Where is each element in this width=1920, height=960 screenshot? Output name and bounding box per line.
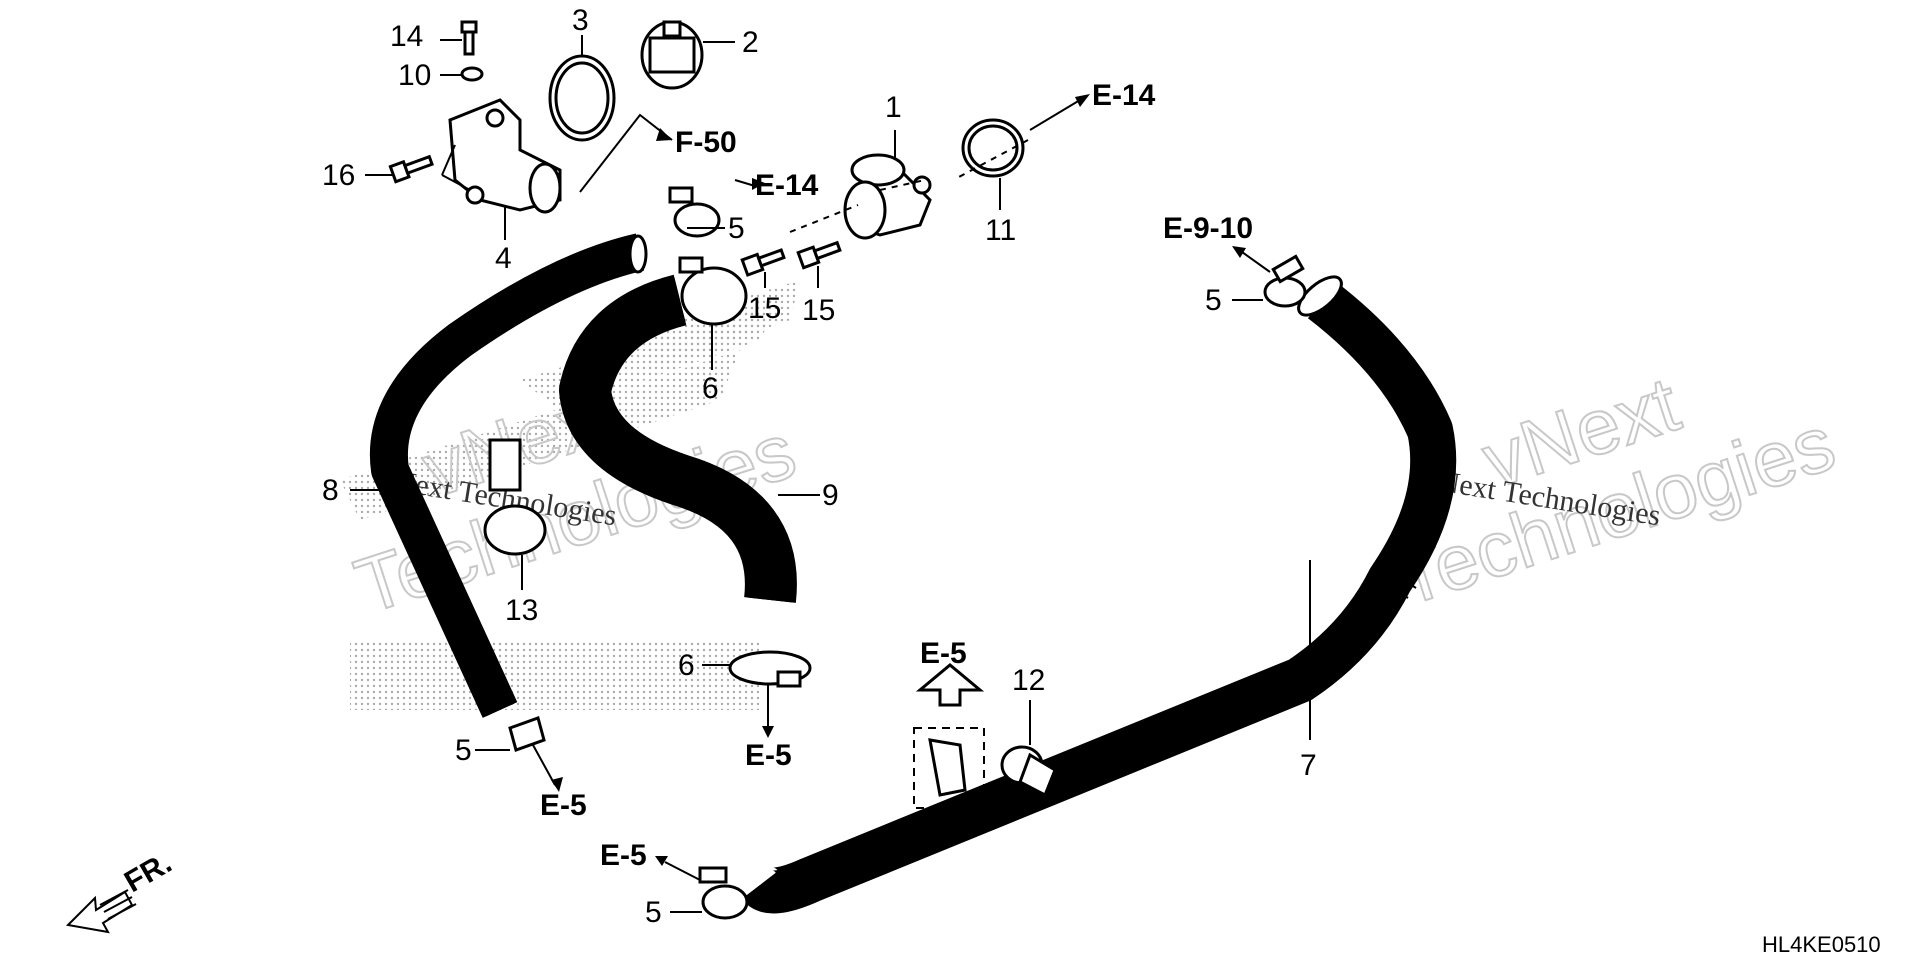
callout-8: 8 [322, 474, 339, 507]
callout-labels: 1 2 3 4 5 5 5 5 6 6 7 8 9 10 11 12 13 14… [322, 4, 1317, 929]
callout-5-left: 5 [455, 734, 472, 767]
hose-clamp-13 [483, 438, 547, 556]
callout-2: 2 [742, 26, 759, 59]
callout-3: 3 [572, 4, 589, 37]
ref-e-5-bottom: E-5 [600, 839, 647, 872]
thermostat-2 [640, 20, 704, 90]
callout-13: 13 [505, 594, 538, 627]
callout-5-top: 5 [728, 212, 745, 245]
callout-16: 16 [322, 159, 355, 192]
diagram-code: HL4KE0510 [1762, 932, 1881, 957]
callout-4: 4 [495, 242, 512, 275]
washer-10 [460, 66, 484, 82]
ref-e-9-10: E-9-10 [1163, 212, 1253, 245]
bolt-15a [740, 248, 786, 277]
callout-6-bottom: 6 [678, 649, 695, 682]
callout-14: 14 [390, 20, 423, 53]
hose-clamp-6a [678, 256, 748, 326]
ref-e-5-mid: E-5 [745, 739, 792, 772]
bracket-detail-box [913, 727, 985, 809]
callout-5-bottom: 5 [645, 896, 662, 929]
callout-7: 7 [1300, 749, 1317, 782]
bracket [928, 738, 967, 797]
ref-f-50: F-50 [675, 126, 737, 159]
hose-clamp-5d [698, 866, 749, 920]
callout-1: 1 [885, 91, 902, 124]
callout-10: 10 [398, 59, 431, 92]
ref-e-5-box: E-5 [920, 637, 967, 670]
water-hose-9 [559, 274, 797, 603]
bolt-15b [796, 240, 842, 270]
callout-11: 11 [985, 214, 1016, 247]
callout-5-right: 5 [1205, 284, 1222, 317]
up-arrow-e5-box [915, 663, 985, 707]
water-hose-7 [741, 275, 1457, 914]
ref-e-5-left: E-5 [540, 789, 587, 822]
reference-labels: F-50 E-14 E-14 E-9-10 E-5 E-5 E-5 E-5 [540, 79, 1253, 872]
front-direction-arrow: FR. [65, 846, 177, 934]
bolt-16 [388, 154, 434, 184]
bolt-14 [460, 20, 478, 56]
hose-clamp-5b [1263, 254, 1307, 308]
leader-lines [350, 35, 1311, 913]
callout-15-left: 15 [748, 292, 781, 325]
hose-clip-12 [1000, 745, 1057, 798]
hose-clamp-5c [508, 716, 546, 752]
callout-6-top: 6 [702, 372, 719, 405]
hose-clamp-6b [728, 650, 812, 688]
ref-e-14-mid: E-14 [755, 169, 819, 202]
callout-12: 12 [1012, 664, 1045, 697]
thermostat-housing-4 [448, 98, 562, 214]
callout-9: 9 [822, 479, 839, 512]
callout-15-right: 15 [802, 294, 835, 327]
ref-e-14-top: E-14 [1092, 79, 1156, 112]
water-outlet-1 [843, 153, 932, 240]
water-hose-8 [369, 233, 648, 718]
leader-arrowheads [551, 94, 1246, 866]
